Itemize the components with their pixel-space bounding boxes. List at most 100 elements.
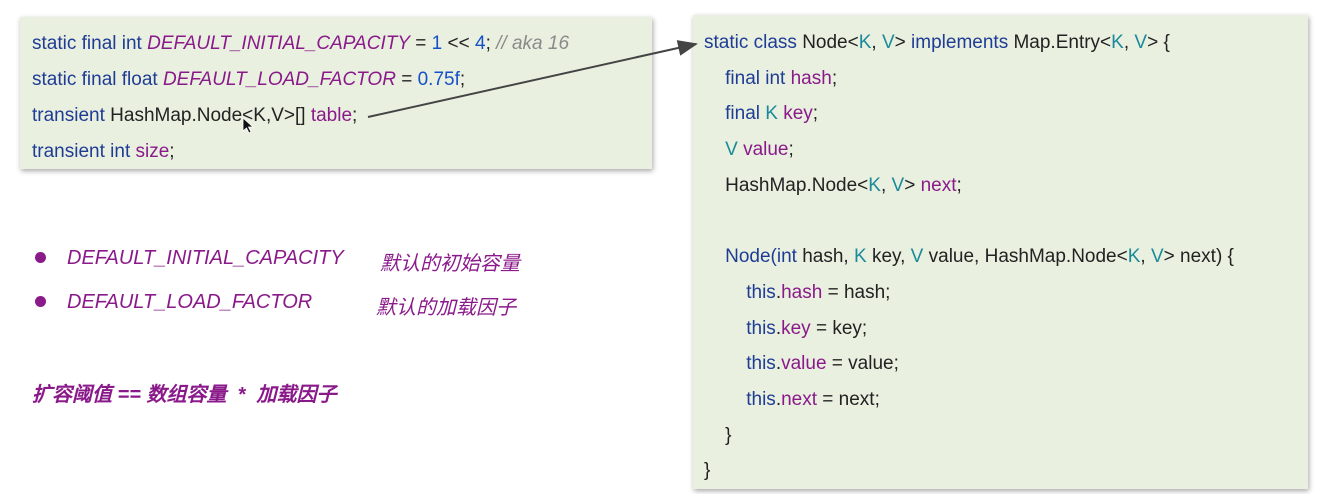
code-token: .: [775, 317, 782, 339]
code-line: this.next = next;: [704, 388, 880, 412]
code-token: Map.Entry<: [1013, 32, 1112, 53]
code-token: key: [783, 103, 813, 125]
code-token: size: [135, 141, 170, 162]
code-token: [704, 282, 746, 303]
code-token: ;: [352, 105, 358, 126]
code-line: static final float DEFAULT_LOAD_FACTOR =…: [32, 68, 465, 92]
code-token: V: [891, 174, 905, 196]
bullet-term-load-factor: DEFAULT_LOAD_FACTOR: [67, 291, 313, 313]
field-declarations-code-block: static final int DEFAULT_INITIAL_CAPACIT…: [20, 17, 652, 169]
code-token: K: [1127, 246, 1141, 268]
code-token: K: [868, 174, 881, 196]
code-token: >: [894, 32, 912, 53]
code-token: 4: [475, 33, 486, 54]
code-token: key: [781, 317, 811, 339]
code-token: hash,: [802, 246, 854, 268]
code-token: = key;: [810, 317, 868, 339]
code-token: hash: [781, 281, 823, 303]
code-token: DEFAULT_INITIAL_CAPACITY: [147, 33, 411, 54]
code-token: [704, 318, 746, 339]
code-line: static final int DEFAULT_INITIAL_CAPACIT…: [32, 32, 569, 56]
code-token: V: [881, 32, 895, 53]
code-token: ;: [485, 33, 497, 54]
code-token: Node<: [802, 32, 859, 53]
code-token: final: [725, 103, 766, 125]
code-token: ;: [169, 141, 175, 162]
code-token: this: [746, 353, 776, 375]
code-token: ,: [871, 32, 882, 53]
code-token: transient int: [32, 141, 136, 162]
code-token: V: [1134, 32, 1148, 53]
code-token: ,: [1123, 32, 1135, 53]
node-class-code-block: static class Node<K, V> implements Map.E…: [693, 15, 1308, 489]
bullet-desc-load-factor: 默认的加载因子: [376, 297, 516, 319]
code-token: value: [743, 139, 789, 161]
code-token: 1: [431, 33, 443, 54]
code-token: V: [725, 139, 744, 161]
code-line: final K key;: [704, 102, 818, 126]
code-token: static final int: [32, 33, 148, 54]
code-token: [704, 246, 725, 267]
bullet-dot: [35, 296, 46, 307]
code-token: // aka 16: [496, 33, 570, 54]
code-token: this: [746, 317, 776, 339]
code-token: > next) {: [1163, 246, 1234, 268]
code-token: K: [858, 32, 872, 53]
code-token: ;: [459, 69, 466, 90]
code-line: static class Node<K, V> implements Map.E…: [704, 31, 1170, 55]
code-line: transient int size;: [32, 140, 175, 164]
code-token: value, HashMap.Node<: [928, 246, 1128, 268]
code-token: table: [310, 105, 353, 126]
code-token: DEFAULT_LOAD_FACTOR: [162, 69, 396, 90]
code-line: Node(int hash, K key, V value, HashMap.N…: [704, 245, 1234, 269]
code-token: key,: [871, 246, 911, 268]
code-line: transient HashMap.Node<K,V>[] table;: [32, 104, 357, 128]
bullet-term-capacity: DEFAULT_INITIAL_CAPACITY: [67, 247, 344, 269]
bullet-desc-capacity: 默认的初始容量: [380, 253, 520, 275]
code-token: 0.75f: [417, 69, 460, 90]
code-token: HashMap.Node<K,V>[]: [110, 105, 311, 126]
code-token: transient: [32, 105, 111, 126]
code-token: int: [776, 246, 803, 268]
code-token: [704, 175, 725, 196]
code-line: V value;: [704, 138, 794, 162]
code-token: ;: [831, 67, 838, 89]
code-token: <<: [442, 33, 475, 54]
code-token: static class: [704, 32, 803, 53]
code-token: K: [1111, 32, 1124, 53]
bullet-dot: [35, 252, 46, 263]
code-token: K: [765, 103, 784, 125]
code-token: >: [904, 174, 921, 196]
code-token: .: [775, 389, 782, 410]
code-token: static final float: [32, 69, 163, 90]
code-line: }: [704, 424, 731, 448]
code-token: HashMap.Node<: [725, 174, 869, 196]
code-token: next: [920, 174, 957, 196]
code-line: }: [704, 459, 710, 483]
code-token: =: [410, 33, 432, 54]
code-token: [704, 353, 746, 374]
code-line: final int hash;: [704, 67, 837, 91]
code-line: this.hash = hash;: [704, 281, 890, 305]
code-token: }: [704, 460, 711, 482]
code-token: ;: [812, 103, 819, 125]
code-token: final int: [725, 67, 791, 89]
code-token: =: [395, 69, 418, 90]
code-token: .: [775, 353, 782, 375]
code-token: = next;: [817, 389, 880, 410]
code-token: = hash;: [822, 281, 891, 303]
code-line: HashMap.Node<K, V> next;: [704, 174, 962, 198]
code-token: this: [746, 281, 776, 303]
code-token: }: [704, 424, 732, 446]
code-token: Node(: [725, 246, 777, 268]
code-token: [704, 103, 725, 124]
code-token: V: [1150, 246, 1164, 268]
code-token: implements: [911, 32, 1014, 53]
code-token: [704, 68, 725, 89]
code-token: .: [775, 281, 782, 303]
code-token: next: [781, 389, 818, 410]
code-line: this.key = key;: [704, 317, 867, 341]
code-token: value: [781, 353, 827, 375]
code-token: ;: [956, 174, 962, 196]
code-token: V: [910, 246, 929, 268]
